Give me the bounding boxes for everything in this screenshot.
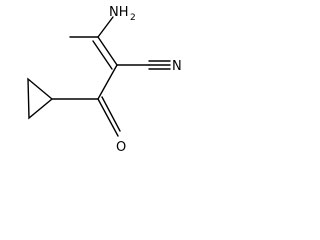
bond-c2-c3 [97, 64, 118, 100]
bond-c1-c2 [97, 36, 118, 66]
bond-c1-c2-second [92, 40, 113, 70]
cyclopropyl-ring [27, 77, 54, 120]
structure-canvas: NH 2 N O [0, 0, 186, 155]
bond-c3-o-second [101, 96, 121, 132]
molecule-structure: NH 2 N O [27, 5, 182, 155]
atom-nitrile-n: N [172, 59, 182, 74]
bond-c3-o [97, 98, 119, 137]
atom-nh2: NH 2 [109, 5, 136, 23]
atom-carbonyl-o: O [116, 140, 126, 155]
amine-label: NH [109, 5, 129, 20]
bond-c1-nh2 [97, 16, 114, 38]
amine-subscript: 2 [130, 13, 136, 23]
